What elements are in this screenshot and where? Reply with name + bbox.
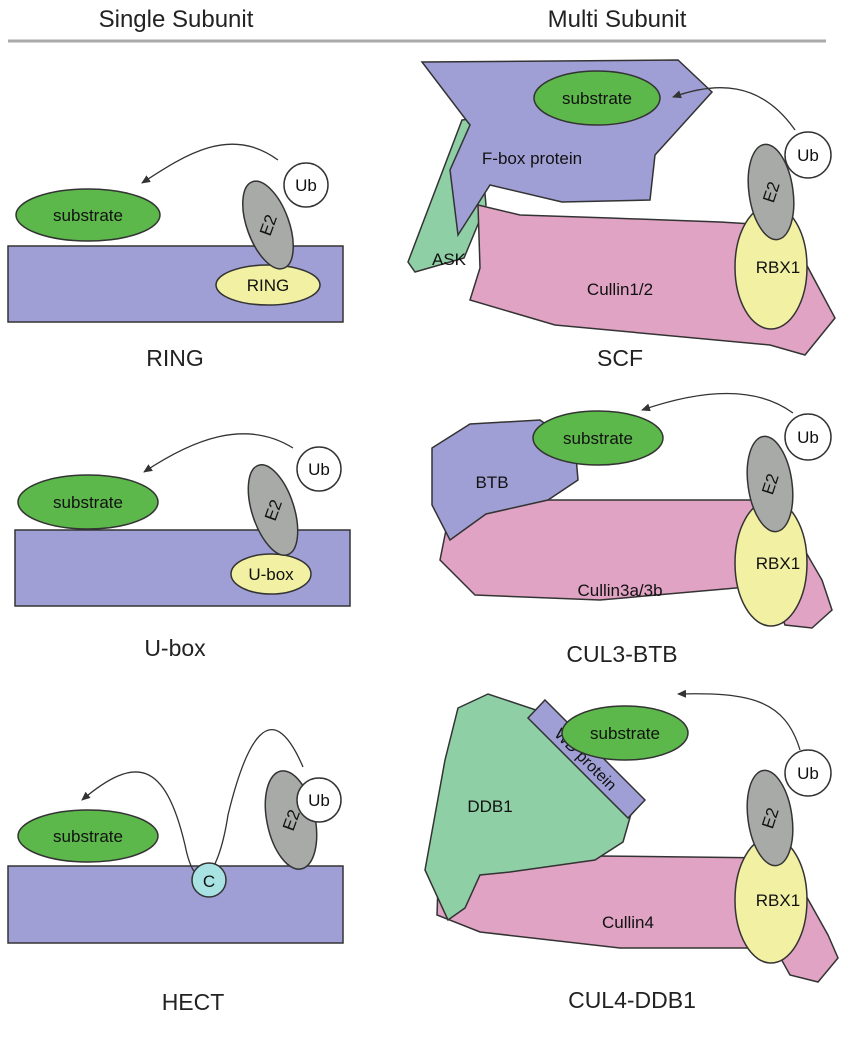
ring-substrate [15, 188, 161, 242]
ring-caption: RING [146, 345, 204, 371]
scf-substrate [533, 70, 661, 126]
panel-ring: RING E2 Ub substrate RING [7, 143, 344, 371]
panel-ubox: U-box E2 Ub substrate U-box [14, 433, 351, 661]
cul3-substrate-label: substrate [563, 429, 633, 448]
ring-e2 [242, 180, 294, 270]
panel-cul3-btb: Cullin3a/3b BTB RBX1 E2 Ub substrate CUL… [431, 392, 833, 667]
ubox-e2 [247, 464, 299, 556]
scf-caption: SCF [597, 345, 643, 371]
hect-cysteine-label: C [203, 872, 215, 891]
cul4-wd-protein [526, 698, 647, 820]
cul3-rbx1-label: RBX1 [756, 554, 800, 573]
scf-ub [784, 131, 832, 179]
ubox-substrate-label: substrate [53, 493, 123, 512]
cul3-cullin [439, 499, 833, 629]
cul4-ddb1-label: DDB1 [467, 797, 512, 816]
cul4-transfer-arrow [677, 689, 801, 751]
cul3-caption: CUL3-BTB [566, 641, 677, 667]
scf-transfer-arrow [672, 87, 796, 131]
cul3-transfer-arrow [641, 392, 794, 414]
cul4-substrate-label: substrate [590, 724, 660, 743]
cul4-cullin-label: Cullin4 [602, 913, 654, 932]
panel-cul4-ddb1: Cullin4 DDB1 WD protein RBX1 E2 Ub subst… [424, 689, 839, 1013]
cul4-e2 [746, 769, 794, 867]
ubox-domain [230, 553, 312, 595]
cul4-rbx1-label: RBX1 [756, 891, 800, 910]
cul4-ub [784, 749, 832, 797]
panel-scf: ASK Cullin1/2 F-box protein RBX1 E2 Ub s… [407, 59, 836, 371]
header-single-subunit: Single Subunit [99, 6, 254, 33]
scf-substrate-label: substrate [562, 89, 632, 108]
panel-hect: E2 Ub substrate C HECT [7, 729, 344, 1015]
hect-scaffold [7, 865, 344, 944]
cul3-ub-label: Ub [797, 428, 819, 447]
cul3-ub [784, 413, 832, 461]
hect-ub [296, 777, 342, 823]
ring-substrate-label: substrate [53, 206, 123, 225]
ubox-ub-label: Ub [308, 460, 330, 479]
scf-cullin-label: Cullin1/2 [587, 280, 653, 299]
ring-transfer-arrow [141, 143, 279, 184]
hect-substrate-label: substrate [53, 827, 123, 846]
scf-ub-label: Ub [797, 146, 819, 165]
cul4-caption: CUL4-DDB1 [568, 987, 696, 1013]
scf-ask-label: ASK [432, 250, 467, 269]
cul3-substrate [532, 410, 664, 466]
scf-e2 [747, 143, 795, 241]
scf-fbox-label: F-box protein [482, 149, 582, 168]
ubox-caption: U-box [144, 635, 206, 661]
header-multi-subunit: Multi Subunit [548, 6, 687, 33]
scf-rbx1-label: RBX1 [756, 258, 800, 277]
ring-domain [215, 264, 321, 306]
hect-substrate [17, 809, 159, 863]
hect-caption: HECT [162, 989, 225, 1015]
ubox-substrate [17, 474, 159, 530]
ring-domain-label: RING [247, 276, 290, 295]
cul4-substrate [561, 705, 689, 761]
ubox-domain-label: U-box [248, 565, 294, 584]
ubox-ub [296, 446, 342, 492]
ubox-transfer-arrow [143, 433, 294, 473]
cul3-btb-label: BTB [475, 473, 508, 492]
ring-ub-label: Ub [295, 176, 317, 195]
cul4-ub-label: Ub [797, 764, 819, 783]
ring-ub [283, 162, 329, 208]
hect-ub-label: Ub [308, 791, 330, 810]
cul3-cullin-label: Cullin3a/3b [577, 581, 662, 600]
hect-catalytic-cysteine [191, 862, 227, 898]
cul3-e2 [746, 435, 794, 533]
